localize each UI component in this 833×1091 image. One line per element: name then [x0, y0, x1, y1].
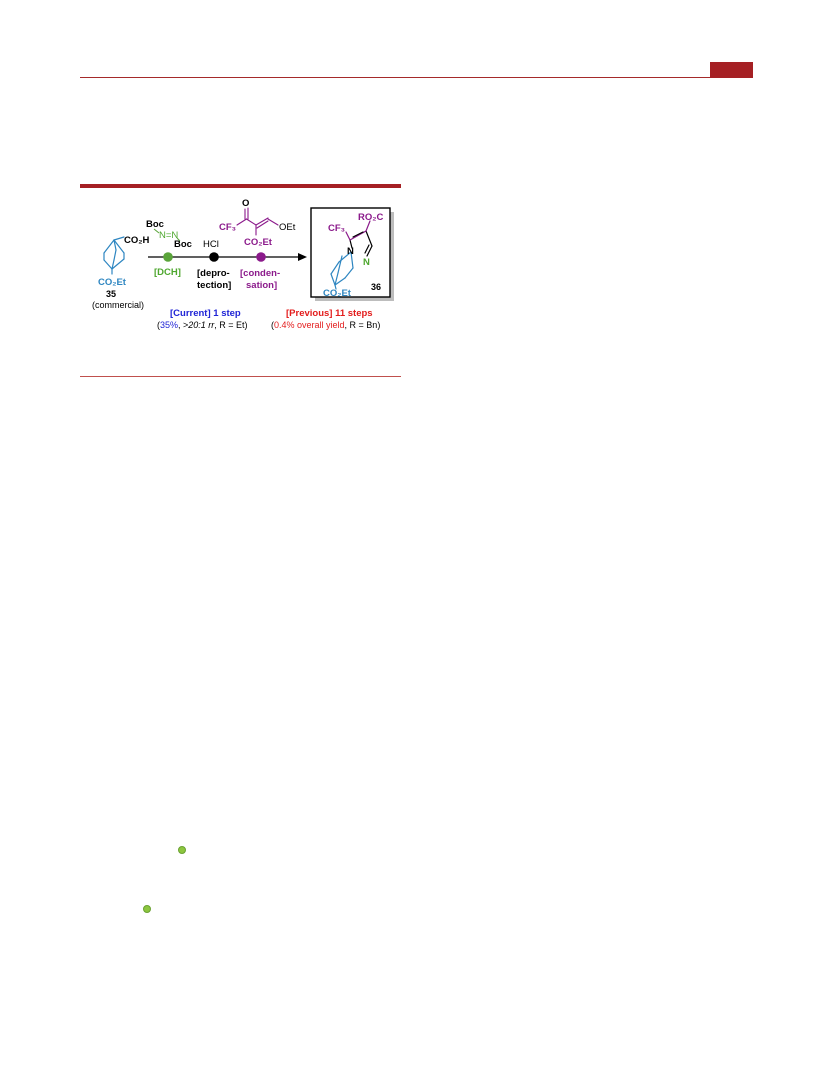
figure-top-rule: [80, 184, 401, 188]
current-heading: [Current] 1 step: [170, 308, 241, 319]
dch-tag: [DCH]: [154, 267, 181, 278]
step-dot-dch: [163, 252, 173, 262]
start-co2et: CO₂Et: [98, 277, 127, 288]
current-detail: (35%, >20:1 rr, R = Et): [157, 320, 248, 330]
compound-number-35: 35: [106, 289, 116, 299]
step-dot-condensation: [256, 252, 266, 262]
deprotection-tag-line1: [depro-: [197, 268, 230, 279]
condensation-tag-line2: sation]: [246, 280, 277, 291]
dch-boc-bottom: Boc: [174, 239, 192, 250]
green-marker-dot: [178, 846, 186, 854]
previous-yield: 0.4% overall yield: [274, 320, 345, 330]
compound-number-36: 36: [371, 282, 381, 292]
enone-o: O: [242, 198, 249, 209]
deprotection-tag-line2: tection]: [197, 280, 231, 291]
product-n1: N: [347, 246, 354, 257]
current-rr: 20:1 rr: [187, 320, 215, 330]
enone-reagent: [236, 207, 279, 236]
reaction-arrowhead: [298, 253, 307, 261]
enone-cf3: CF₃: [219, 222, 236, 233]
figure-bottom-rule: [80, 376, 401, 377]
start-note: (commercial): [92, 300, 144, 310]
product-ro2c: RO₂C: [358, 212, 383, 223]
previous-detail: (0.4% overall yield, R = Bn): [271, 320, 380, 330]
enone-oet: OEt: [279, 222, 296, 233]
product-36: [330, 220, 373, 290]
dch-boc-top: Boc: [146, 219, 164, 230]
previous-heading: [Previous] 11 steps: [286, 308, 373, 319]
product-cf3: CF₃: [328, 223, 345, 234]
product-n2: N: [363, 257, 370, 268]
condensation-tag-line1: [conden-: [240, 268, 280, 279]
step-dot-deprotection: [209, 252, 219, 262]
start-co2h: CO₂H: [124, 235, 149, 246]
green-marker-dot: [143, 905, 151, 913]
starting-material-35: [103, 236, 125, 275]
reaction-scheme: CO₂H CO₂Et 35 (commercial) Boc N=N Boc […: [92, 198, 394, 330]
product-co2et: CO₂Et: [323, 288, 352, 299]
enone-co2et: CO₂Et: [244, 237, 273, 248]
header-rule: [80, 77, 753, 78]
current-yield: 35%: [160, 320, 178, 330]
dch-nn: N=N: [159, 230, 178, 241]
hcl-label: HCl: [203, 239, 219, 250]
header-page-tab: [710, 62, 753, 78]
